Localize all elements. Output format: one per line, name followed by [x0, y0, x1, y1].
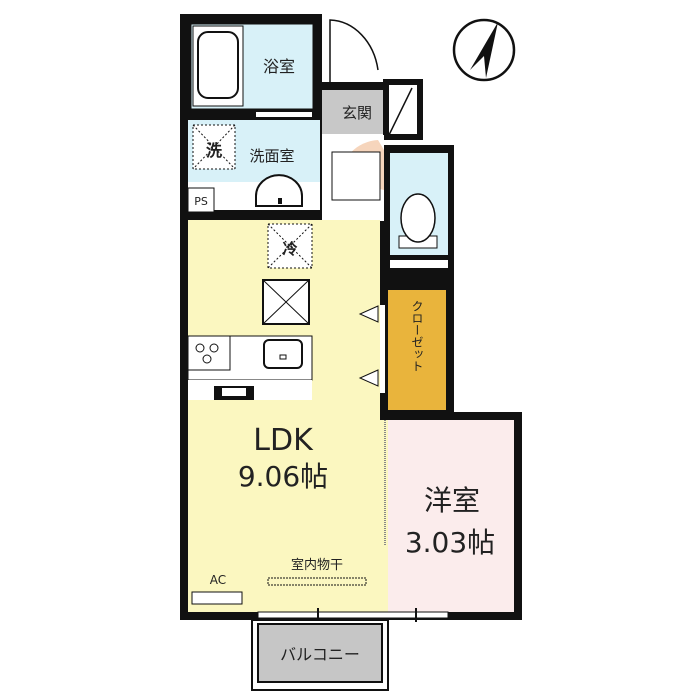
western-room [388, 420, 514, 612]
entrance-door[interactable] [329, 19, 379, 82]
fridge-mark: 冷 [282, 240, 297, 258]
kitchen-sink-icon [263, 339, 303, 369]
ldk-size: 9.06帖 [238, 460, 328, 493]
ac-label: AC [210, 573, 226, 587]
washer-space-icon: 洗 [192, 124, 236, 170]
ldk-label: LDK [253, 423, 314, 458]
north-compass-icon [452, 18, 516, 82]
balcony [257, 623, 383, 683]
balcony-label: バルコニー [280, 645, 360, 664]
aircon-unit [191, 591, 243, 605]
entrance [322, 90, 386, 134]
ldk-room [188, 220, 380, 612]
fridge-space-icon: 冷 [267, 223, 313, 269]
western-size: 3.03帖 [405, 526, 495, 559]
bath-label: 浴室 [263, 57, 295, 76]
microwave-space-icon [262, 279, 310, 325]
ps-label: PS [194, 195, 208, 208]
entrance-label: 玄関 [342, 104, 372, 122]
indoor-drying-rail [267, 577, 367, 586]
bathtub-icon [197, 31, 239, 99]
closet-label: クローゼット [410, 300, 424, 372]
western-label: 洋室 [424, 484, 480, 517]
indoor-drying-label: 室内物干 [291, 557, 343, 573]
balcony-window[interactable] [257, 611, 449, 619]
toilet-icon [398, 193, 438, 249]
stove-icon [187, 335, 231, 371]
washer-mark: 洗 [206, 141, 222, 160]
washroom-label: 洗面室 [249, 147, 294, 165]
closet [388, 290, 446, 410]
wash-basin-icon [255, 174, 303, 207]
